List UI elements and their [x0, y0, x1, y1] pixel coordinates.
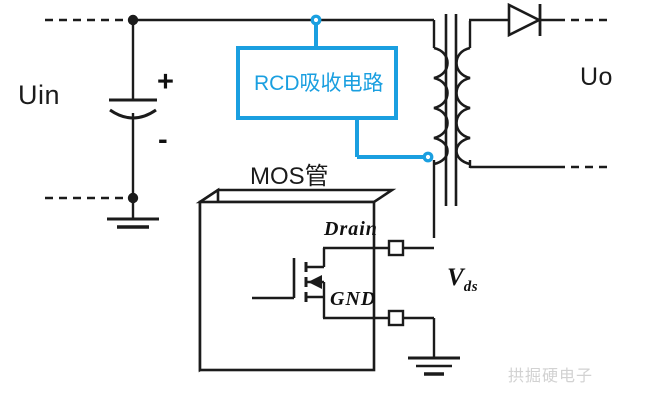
mos-block-front-face: [198, 200, 376, 372]
junction-dot-input-top: [127, 14, 139, 26]
mosfet-body-arrow: [308, 275, 322, 289]
junction-dot-input-bottom: [127, 192, 139, 204]
mos-block-top-face: [195, 188, 397, 204]
output-voltage-label: Uo: [580, 63, 613, 91]
watermark-text: 拱掘硬电子: [508, 368, 594, 385]
watermark: 拱掘硬电子: [508, 362, 593, 386]
diode-triangle: [507, 2, 542, 38]
snubber-bottom-node-center: [425, 154, 431, 160]
wechat-icon: [508, 362, 650, 403]
transformer-secondary-winding: [455, 46, 471, 166]
drain-pin-connector: [387, 239, 405, 257]
snubber-top-node-center: [313, 17, 319, 23]
input-voltage-label: Uin: [18, 80, 61, 110]
rcd-snubber-label: RCD吸收电路: [254, 72, 384, 95]
capacitor-plus-label: +: [157, 66, 174, 98]
vds-label: Vds: [447, 265, 478, 295]
rcd-snubber-box: [236, 46, 398, 120]
vds-symbol: V: [447, 264, 464, 291]
mosfet-block-label: MOS管: [250, 163, 329, 190]
drain-pin-label: Drain: [324, 218, 378, 240]
vds-subscript: ds: [463, 279, 479, 295]
capacitor-minus-label: -: [158, 124, 168, 156]
gnd-pin-connector: [387, 309, 405, 327]
gnd-pin-label: GND: [330, 288, 377, 310]
